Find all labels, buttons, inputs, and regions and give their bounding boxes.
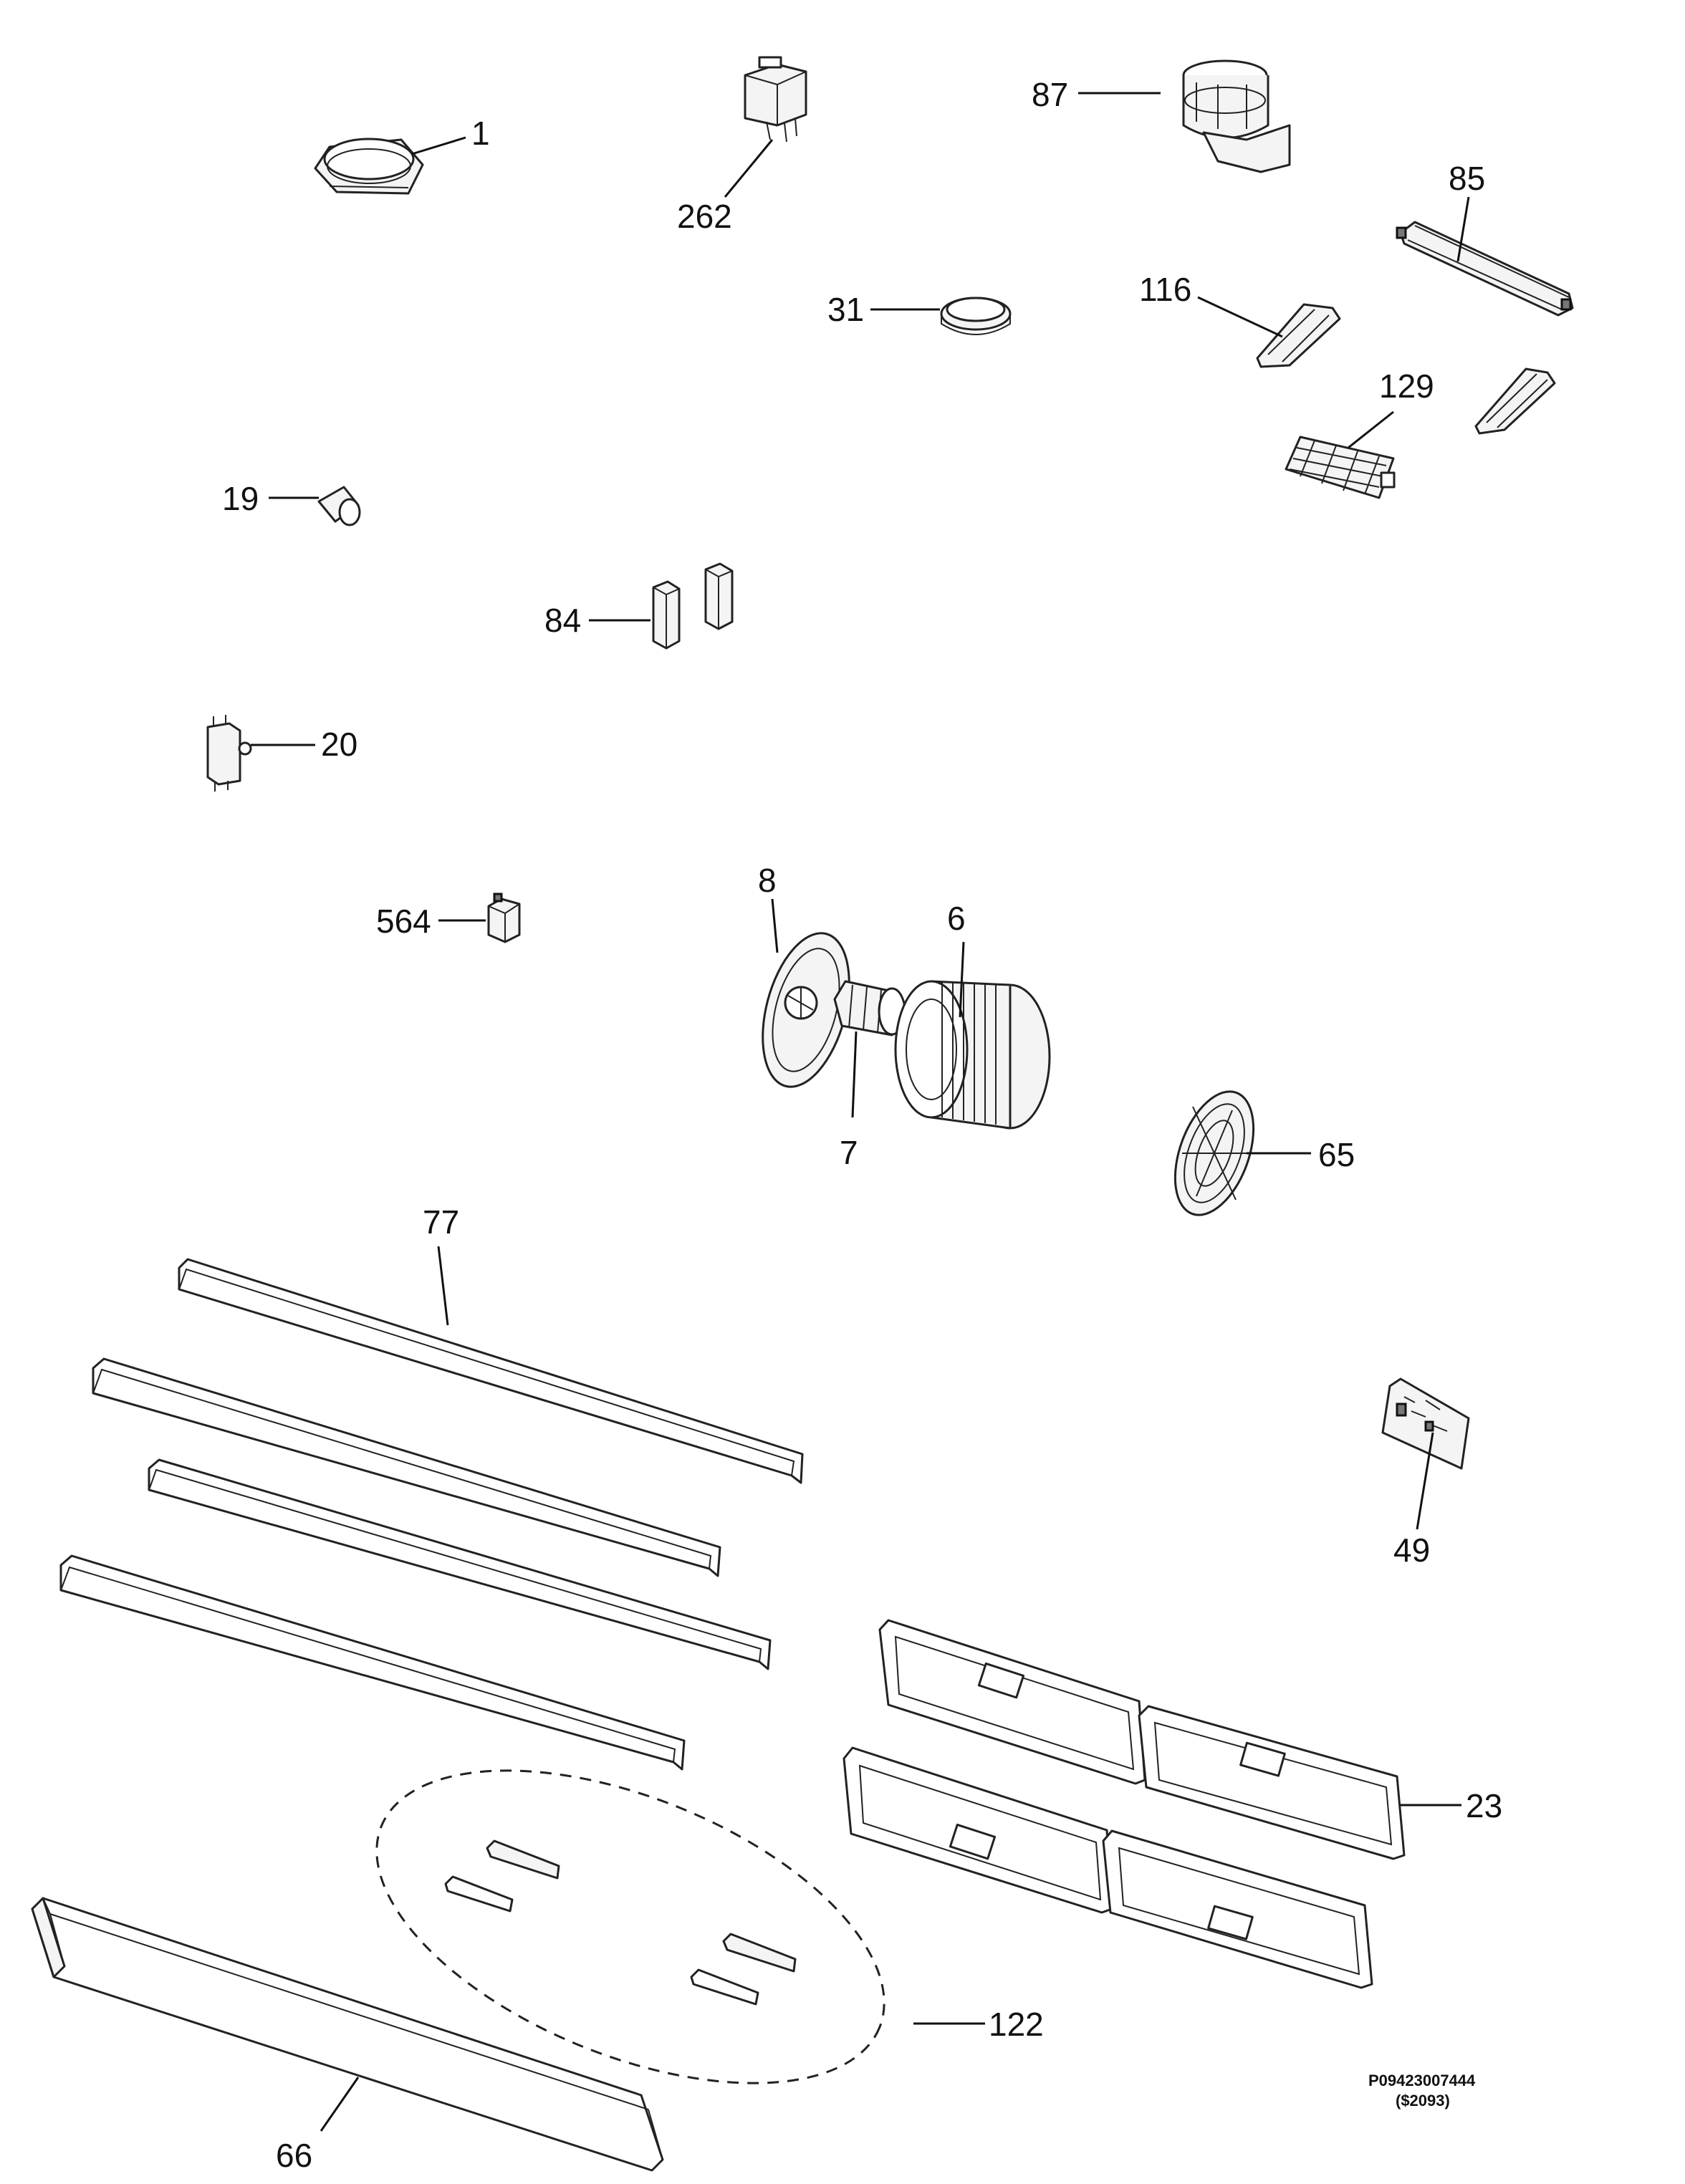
leader-8 [771, 898, 779, 953]
part-84-switch-left [652, 580, 681, 650]
leader-129 [1348, 410, 1394, 449]
callout-65: 65 [1318, 1136, 1355, 1173]
part-31-ring [940, 297, 1012, 335]
leader-49 [1416, 1432, 1434, 1530]
part-84-switch-right [704, 562, 734, 630]
callout-49: 49 [1393, 1531, 1430, 1569]
callout-77: 77 [423, 1203, 459, 1241]
callout-262: 262 [677, 198, 732, 235]
part-66-front-panel [31, 1897, 664, 2172]
part-262-relay [744, 56, 807, 143]
part-23-filter-4 [1102, 1829, 1373, 1989]
leader-7 [851, 1031, 858, 1118]
callout-84: 84 [544, 602, 581, 639]
part-49-control-board [1381, 1377, 1470, 1470]
part-77-light-strip-4 [59, 1554, 686, 1771]
part-129-grille [1285, 436, 1396, 499]
part-1-collar [314, 138, 424, 195]
part-19-lamp [317, 486, 361, 526]
callout-1: 1 [471, 115, 490, 152]
callout-122: 122 [989, 2006, 1044, 2043]
part-122-clip-1 [444, 1839, 560, 1913]
part-87-duct-adapter [1182, 59, 1291, 173]
callout-23: 23 [1466, 1787, 1502, 1824]
leader-116 [1197, 296, 1283, 338]
callout-8: 8 [758, 862, 777, 899]
callout-129: 129 [1379, 367, 1434, 405]
leader-6 [959, 941, 965, 1018]
leader-85 [1456, 196, 1470, 262]
callout-87: 87 [1032, 76, 1068, 113]
part-8-motor-plate [762, 932, 850, 1088]
reference-code: P09423007444 [1368, 2072, 1476, 2089]
part-77-light-strip-3 [148, 1458, 772, 1670]
part-85-bracket [1396, 221, 1574, 317]
callout-31: 31 [827, 291, 864, 328]
part-116-bracket-left [1256, 303, 1341, 368]
callout-20: 20 [321, 726, 357, 763]
reference-sub: ($2093) [1396, 2092, 1450, 2110]
callout-6: 6 [947, 900, 966, 937]
leader-66 [320, 2077, 360, 2132]
part-65-fan-guard [1173, 1090, 1255, 1216]
leader-1 [411, 136, 466, 155]
callout-7: 7 [840, 1134, 858, 1171]
callout-564: 564 [376, 903, 431, 940]
callout-66: 66 [276, 2137, 312, 2174]
part-23-filter-1 [878, 1619, 1146, 1785]
part-122-clip-2 [690, 1933, 797, 2006]
callout-19: 19 [222, 480, 259, 517]
part-23-filter-2 [1138, 1705, 1406, 1860]
part-77-light-strip-1 [178, 1258, 804, 1484]
part-23-filter-3 [842, 1746, 1113, 1914]
part-564-connector [487, 893, 521, 943]
part-116-bracket-right [1474, 367, 1556, 435]
part-20-capacitor [206, 715, 252, 792]
callout-85: 85 [1449, 160, 1485, 197]
part-7-motor [833, 980, 906, 1036]
part-122-group-outline [375, 1769, 885, 2084]
callout-116: 116 [1139, 271, 1191, 308]
leader-262 [724, 139, 774, 198]
leader-77 [437, 1246, 449, 1326]
part-77-light-strip-2 [92, 1357, 721, 1577]
part-6-blower-wheel [894, 980, 1051, 1130]
